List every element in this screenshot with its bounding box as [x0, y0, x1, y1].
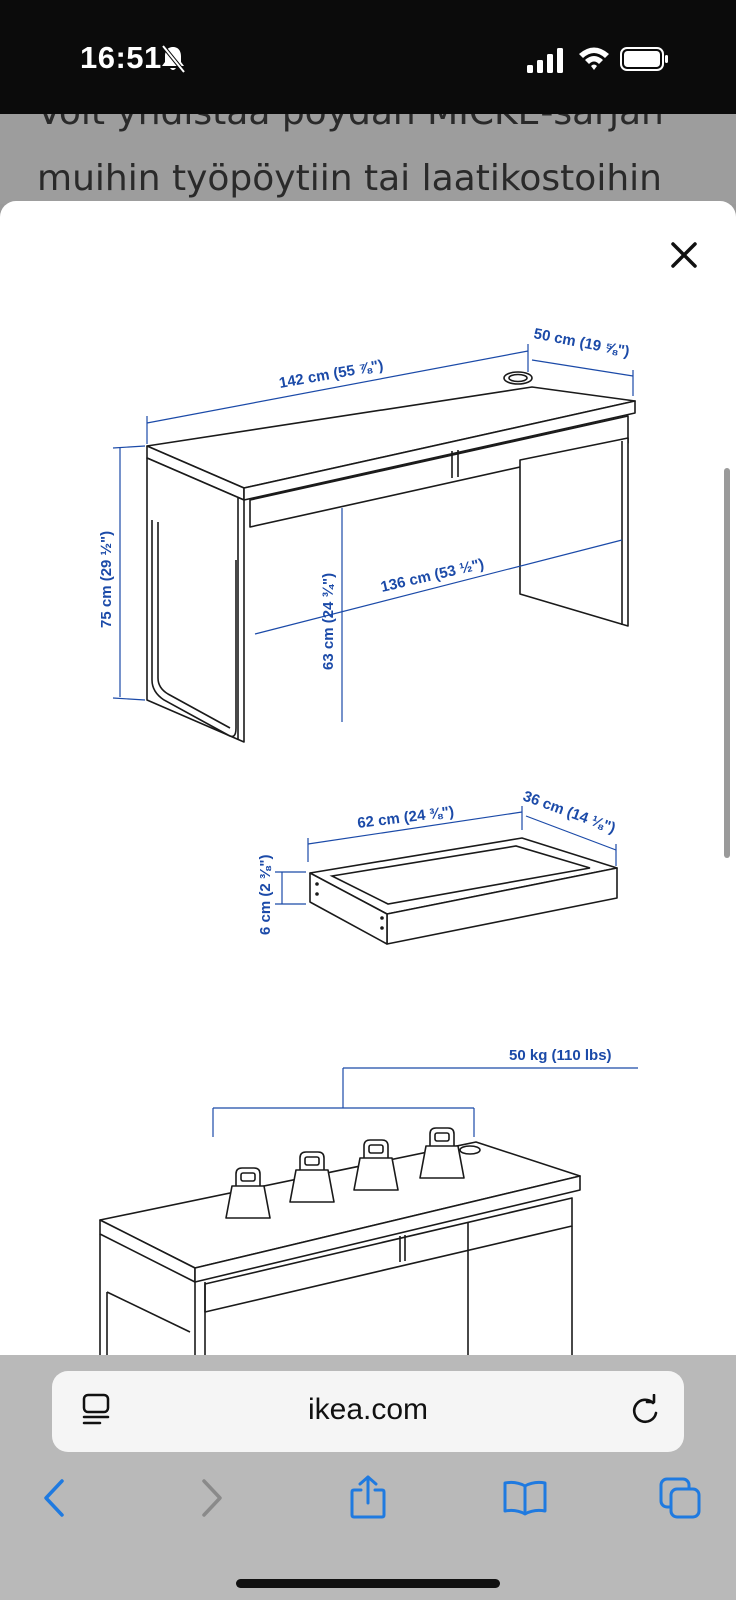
status-time: 16:51	[80, 40, 162, 75]
battery-icon	[620, 47, 668, 71]
weight-icon	[353, 1139, 399, 1191]
desk-height-label: 75 cm (29 ½")	[98, 531, 115, 628]
bell-slash-icon	[161, 44, 186, 74]
desk-depth-label: 50 cm (19 ⅝")	[532, 325, 631, 360]
share-icon[interactable]	[348, 1474, 388, 1520]
background-page: Voit yhdistää pöydän MICKE-sarjan muihin…	[0, 114, 736, 204]
weight-icon	[289, 1151, 335, 1203]
drawer-height-label: 6 cm (2 ⅜")	[257, 855, 274, 935]
desk-width-label: 142 cm (55 ⅞")	[278, 357, 385, 392]
desk-knee-height-label: 63 cm (24 ¾")	[320, 573, 337, 670]
close-icon[interactable]	[662, 233, 706, 277]
scrollbar[interactable]	[724, 468, 730, 858]
home-indicator[interactable]	[236, 1579, 500, 1588]
max-load-label: 50 kg (110 lbs)	[509, 1047, 612, 1064]
tabs-icon[interactable]	[658, 1476, 702, 1520]
background-text-line: Voit yhdistää pöydän MICKE-sarjan	[37, 114, 664, 133]
desk-drawing	[146, 371, 636, 743]
loaded-desk-drawing	[99, 1127, 581, 1355]
forward-icon[interactable]	[198, 1478, 226, 1518]
url-text[interactable]: ikea.com	[307, 1393, 429, 1426]
background-text-line: muihin työpöytiin tai laatikostoihin	[37, 158, 662, 199]
wifi-icon	[579, 47, 609, 70]
bookmarks-icon[interactable]	[502, 1480, 548, 1516]
weight-icon	[225, 1167, 271, 1219]
address-bar[interactable]	[52, 1371, 684, 1452]
drawer-depth-label: 36 cm (14 ⅛")	[521, 788, 618, 837]
drawer-width-label: 62 cm (24 ⅜")	[356, 803, 455, 832]
drawer-drawing	[309, 837, 618, 945]
desk-inner-width-label: 136 cm (53 ½")	[379, 556, 486, 596]
dimension-diagrams: 142 cm (55 ⅞") 50 cm (19 ⅝") 75 cm (29 ½…	[98, 325, 638, 1355]
status-bar: 16:51	[0, 0, 736, 114]
back-icon[interactable]	[40, 1478, 68, 1518]
reader-icon[interactable]	[81, 1393, 113, 1429]
weight-icon	[419, 1127, 465, 1179]
reload-icon[interactable]	[628, 1394, 662, 1428]
signal-icon	[527, 48, 563, 73]
